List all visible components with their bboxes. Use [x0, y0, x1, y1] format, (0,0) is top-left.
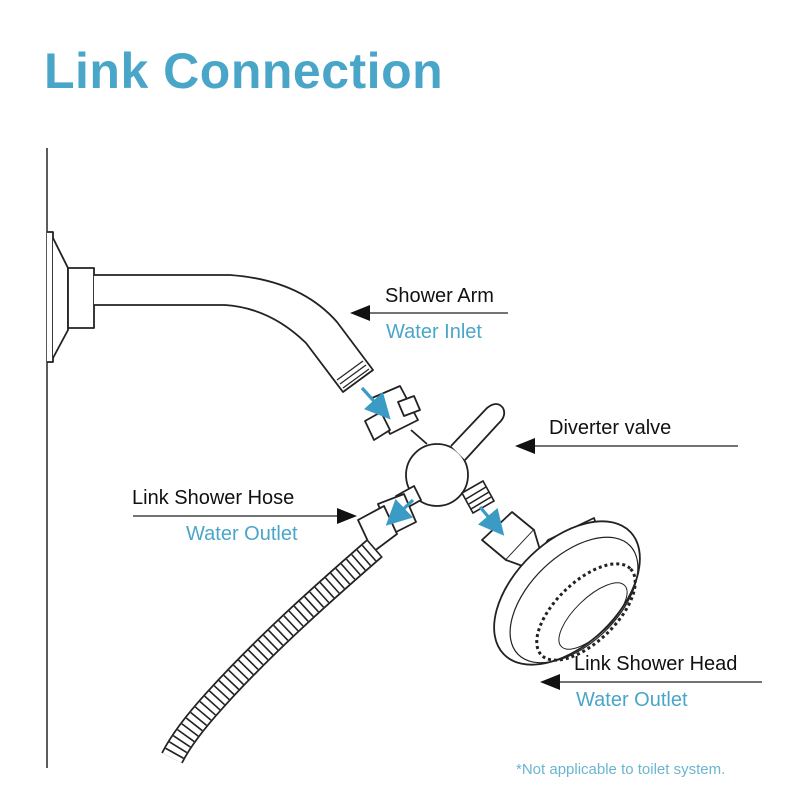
shower-head-sublabel: Water Outlet	[576, 689, 688, 711]
footnote: *Not applicable to toilet system.	[516, 761, 726, 778]
diverter-valve-label: Diverter valve	[549, 417, 672, 439]
callout-shower-hose	[133, 508, 357, 524]
shower-hose-sublabel: Water Outlet	[186, 523, 298, 545]
shower-head	[493, 517, 641, 666]
diverter-lever	[450, 403, 506, 461]
callout-shower-head	[540, 674, 762, 690]
head-flow-arrow	[477, 505, 505, 536]
hose-flow-arrow	[385, 498, 415, 526]
head-outlet-thread	[460, 479, 496, 515]
inlet-flow-arrow	[360, 386, 391, 420]
wall-flange	[47, 231, 95, 363]
shower-arm-label: Shower Arm	[385, 285, 494, 307]
callout-shower-arm	[350, 305, 508, 321]
diverter-body	[405, 443, 469, 507]
shower-hose-coils	[162, 540, 382, 763]
shower-arm-sublabel: Water Inlet	[386, 321, 482, 343]
callout-diverter-valve	[515, 438, 738, 454]
shower-hose-label: Link Shower Hose	[132, 487, 295, 509]
flow-arrows	[360, 386, 505, 536]
arm-thread	[336, 360, 370, 389]
page-title: Link Connection	[44, 43, 444, 99]
shower-arm	[94, 274, 374, 393]
diverter-nut	[364, 385, 421, 441]
shower-head-label: Link Shower Head	[574, 653, 738, 675]
